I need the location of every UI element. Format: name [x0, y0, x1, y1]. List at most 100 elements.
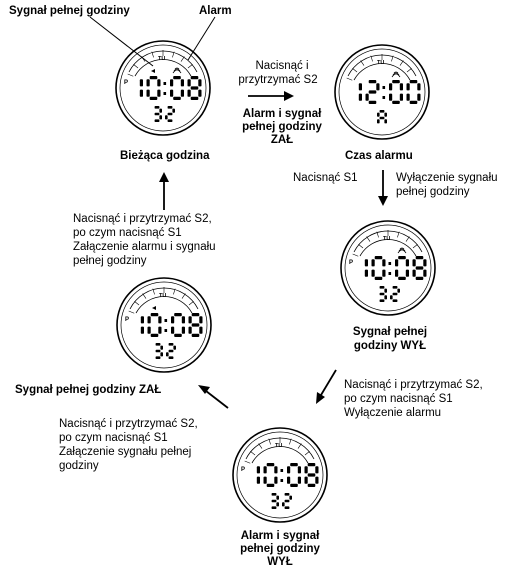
lcd-segment — [315, 476, 319, 484]
instr-press-s1: Nacisnąć S1 — [293, 172, 358, 184]
watch-bezel — [340, 220, 436, 316]
caption-chime-off-1: Sygnał pełnej — [352, 326, 428, 338]
alarm-icon — [172, 67, 182, 74]
lcd-segment — [379, 286, 385, 289]
lcd-segment — [187, 79, 191, 87]
lcd-segment — [159, 115, 162, 120]
instr-press-hold-s2-1: Nacisnąć i — [255, 60, 309, 72]
seconds-display — [271, 493, 292, 509]
watch-bezel — [334, 44, 430, 140]
watch-face-svg: TUP — [116, 277, 212, 373]
instr-alarm-off-1: Nacisnąć i przytrzymać S2, — [344, 379, 483, 391]
lcd-segment — [415, 266, 424, 270]
lcd-segment — [287, 466, 291, 474]
lcd-segment — [171, 316, 175, 324]
lcd-segment — [379, 116, 385, 120]
lcd-segment — [263, 476, 267, 484]
lcd-segment — [284, 493, 290, 496]
lcd-segment — [290, 463, 298, 467]
lcd-segment — [405, 269, 409, 277]
instr-chime-off-1: Wyłączenie sygnału — [396, 172, 498, 184]
lcd-segment — [364, 269, 368, 277]
instr-alarm-off-3: Wyłączenie alarmu — [344, 407, 442, 419]
day-indicator: TU — [275, 443, 282, 449]
day-indicator: TU — [383, 236, 390, 242]
lcd-segment — [412, 269, 416, 277]
lcd-segment — [147, 326, 151, 334]
day-indicator: TU — [377, 60, 384, 66]
lcd-segment — [423, 259, 427, 267]
pm-indicator: P — [349, 260, 353, 266]
lcd-segment — [423, 269, 427, 277]
lcd-segment — [155, 343, 161, 346]
time-display — [140, 313, 203, 337]
watch-alarm-time: TU — [332, 42, 432, 142]
lcd-segment — [417, 83, 421, 91]
day-indicator: TU — [158, 56, 165, 62]
alarm-icon — [397, 247, 407, 254]
lcd-segment — [154, 112, 160, 116]
lcd-segment — [180, 79, 184, 87]
lcd-segment — [289, 495, 292, 500]
lcd-segment — [371, 269, 375, 277]
lcd-segment — [190, 76, 199, 80]
lcd-segment — [170, 79, 174, 87]
lcd-segment — [406, 93, 410, 101]
lcd-segment — [154, 106, 160, 109]
lcd-segment — [390, 295, 393, 300]
lcd-segment — [371, 259, 375, 267]
lcd-segment — [266, 463, 275, 467]
lcd-segment — [149, 96, 158, 100]
pm-indicator: P — [241, 467, 245, 473]
instr-chime-on-1: Nacisnąć i przytrzymać S2, — [59, 418, 198, 430]
lcd-segment — [146, 79, 150, 87]
lcd-segment — [173, 76, 181, 80]
instr-both-on-3: Załączenie alarmu i sygnału — [73, 241, 216, 253]
lcd-segment — [392, 292, 398, 296]
time-display — [139, 76, 202, 100]
instr-press-hold-s2-2: przytrzymać S2 — [238, 74, 318, 86]
lcd-segment — [139, 89, 143, 97]
lcd-segment — [167, 119, 173, 122]
alarm-icon — [391, 71, 401, 78]
day-indicator: TU — [159, 293, 166, 299]
watch-face-svg: TUP — [115, 40, 211, 136]
caption-chime-on: Sygnał pełnej godziny ZAŁ — [15, 384, 162, 396]
watch-face-svg: TU P — [232, 427, 328, 523]
lcd-segment — [198, 79, 202, 87]
lcd-segment — [398, 256, 406, 260]
lcd-segment — [379, 110, 385, 113]
lcd-segment — [180, 89, 184, 97]
lcd-segment — [284, 506, 290, 509]
label-alarm-chime-on-2: pełnej godziny — [242, 121, 322, 133]
lcd-segment — [406, 83, 410, 91]
lcd-segment — [405, 259, 409, 267]
label-alarm-indicator: Alarm — [199, 5, 232, 17]
watch-all-off: TU P — [230, 425, 330, 525]
lcd-segment — [199, 326, 203, 334]
instr-both-on-1: Nacisnąć i przytrzymać S2, — [73, 213, 212, 225]
lcd-segment — [173, 345, 176, 350]
seconds-display — [155, 343, 176, 359]
lcd-segment — [168, 349, 174, 353]
caption-current-time: Bieżąca godzina — [120, 150, 210, 162]
lcd-segment — [172, 108, 175, 113]
lcd-segment — [409, 100, 418, 104]
lcd-segment — [399, 83, 403, 91]
lcd-segment — [168, 343, 174, 346]
lcd-segment — [384, 288, 387, 293]
lcd-segment — [271, 499, 277, 503]
lcd-segment — [284, 499, 290, 503]
lcd-segment — [392, 299, 398, 302]
lcd-segment — [256, 476, 260, 484]
lcd-segment — [154, 119, 160, 122]
lcd-segment — [171, 326, 175, 334]
lcd-segment — [160, 345, 163, 350]
lcd-segment — [271, 506, 277, 509]
instr-alarm-off-2: po czym nacisnąć S1 — [344, 393, 453, 405]
lcd-segment — [167, 106, 173, 109]
lcd-segment — [409, 80, 418, 84]
lcd-segment — [157, 79, 161, 87]
caption-chime-off-2: godziny WYŁ — [353, 340, 427, 352]
